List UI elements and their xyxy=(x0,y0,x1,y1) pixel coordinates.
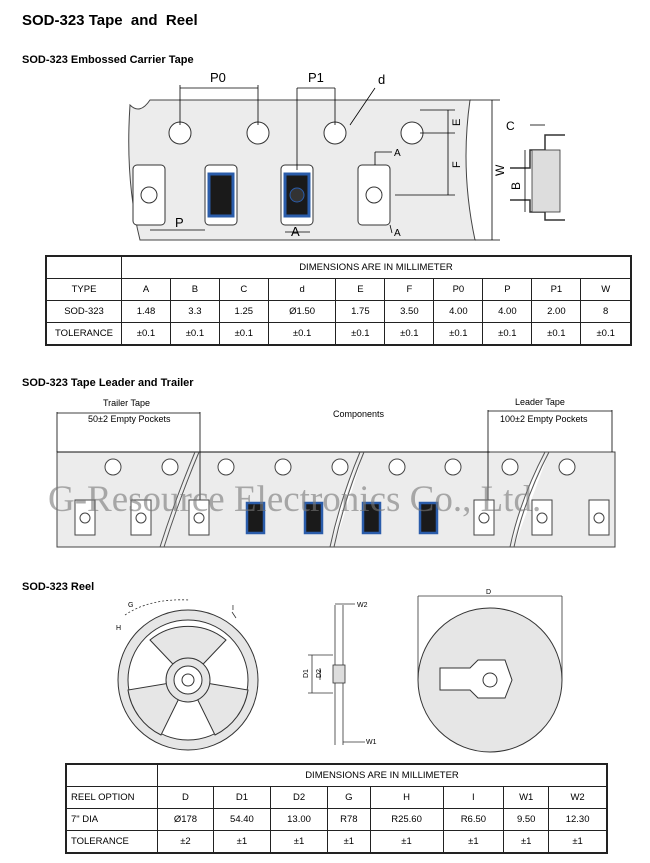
component xyxy=(361,501,382,535)
cell: ±1 xyxy=(442,830,505,854)
leader-tape-label: Leader Tape xyxy=(515,397,565,407)
trailer-pockets-label: 50±2 Empty Pockets xyxy=(88,414,171,424)
trailer-tape-label: Trailer Tape xyxy=(103,398,150,408)
watermark: G-Resource Electronics Co., Ltd. xyxy=(48,479,542,520)
carrier-tape-dimensions-table: DIMENSIONS ARE IN MILLIMETER TYPE A B C … xyxy=(45,255,632,346)
table-header: DIMENSIONS ARE IN MILLIMETER xyxy=(157,763,608,787)
leader-pockets-label: 100±2 Empty Pockets xyxy=(500,414,588,424)
label-d: D xyxy=(486,589,491,596)
label-a-section: A xyxy=(394,228,401,239)
component xyxy=(245,501,266,535)
cell: ±0.1 xyxy=(218,322,269,346)
cell: ±1 xyxy=(269,830,329,854)
cell: ±1 xyxy=(548,830,608,854)
cell: ±1 xyxy=(503,830,550,854)
label-p1: P1 xyxy=(308,70,324,85)
cell: ±0.1 xyxy=(121,322,171,346)
column-header: REEL OPTION xyxy=(65,786,158,809)
cell: R25.60 xyxy=(369,808,444,831)
components-label: Components xyxy=(333,409,385,419)
cell: TOLERANCE xyxy=(65,830,158,854)
label-d: d xyxy=(378,72,385,87)
label-e: E xyxy=(451,119,463,126)
label-i: I xyxy=(232,605,234,612)
leader-trailer-diagram: Trailer Tape 50±2 Empty Pockets Componen… xyxy=(56,397,616,548)
leader-trailer-heading: SOD-323 Tape Leader and Trailer xyxy=(22,377,194,389)
table-row: 7" DIA Ø178 54.40 13.00 R78 R25.60 R6.50… xyxy=(65,808,608,831)
column-header: D2 xyxy=(269,786,329,809)
reel-front-view xyxy=(117,609,259,751)
sprocket-holes xyxy=(104,458,576,476)
cell: 1.25 xyxy=(218,300,269,323)
page-title: SOD-323 Tape and Reel xyxy=(22,12,198,29)
label-w2: W2 xyxy=(357,602,368,609)
carrier-tape-heading: SOD-323 Embossed Carrier Tape xyxy=(22,54,194,66)
label-b: B xyxy=(509,182,523,190)
cell: 54.40 xyxy=(212,808,271,831)
cell: R78 xyxy=(327,808,371,831)
cell: R6.50 xyxy=(442,808,505,831)
cell: ±1 xyxy=(212,830,271,854)
table-row: TOLERANCE ±2 ±1 ±1 ±1 ±1 ±1 ±1 ±1 xyxy=(65,830,608,854)
label-p: P xyxy=(175,215,184,230)
cell: ±1 xyxy=(327,830,371,854)
table-row: REEL OPTION D D1 D2 G H I W1 W2 xyxy=(65,786,608,809)
label-c: C xyxy=(506,119,515,133)
carrier-tape-diagram: P0 P1 d P A A A E F W C B xyxy=(128,70,565,241)
cell: 9.50 xyxy=(503,808,550,831)
column-header: I xyxy=(442,786,505,809)
column-header: G xyxy=(327,786,371,809)
cell: ±0.1 xyxy=(335,322,386,346)
reel-dimensions-table: DIMENSIONS ARE IN MILLIMETER REEL OPTION… xyxy=(65,763,608,854)
component xyxy=(303,501,324,535)
label-h: H xyxy=(116,625,121,632)
cell: Ø178 xyxy=(157,808,214,831)
label-a-section: A xyxy=(394,148,401,159)
cell: 8 xyxy=(580,300,632,323)
label-w1: W1 xyxy=(366,739,377,746)
cell: 4.00 xyxy=(433,300,484,323)
label-f: F xyxy=(451,161,463,168)
cell: 1.48 xyxy=(121,300,171,323)
cell: ±1 xyxy=(369,830,444,854)
cell: ±0.1 xyxy=(580,322,632,346)
reel-heading: SOD-323 Reel xyxy=(22,581,95,593)
column-header: W2 xyxy=(548,786,608,809)
label-a: A xyxy=(291,224,300,239)
cell: ±0.1 xyxy=(531,322,582,346)
table-row: TYPE A B C d E F P0 P P1 W xyxy=(45,278,632,301)
cell: ±0.1 xyxy=(267,322,337,346)
cell: 13.00 xyxy=(269,808,329,831)
column-header: D xyxy=(157,786,214,809)
column-header: H xyxy=(369,786,444,809)
label-d1: D1 xyxy=(303,669,310,678)
column-header: W1 xyxy=(503,786,550,809)
column-header: D1 xyxy=(212,786,271,809)
cell: 7" DIA xyxy=(65,808,158,831)
component xyxy=(418,501,439,535)
cell: ±2 xyxy=(157,830,214,854)
table-row: TOLERANCE ±0.1 ±0.1 ±0.1 ±0.1 ±0.1 ±0.1 … xyxy=(45,322,632,346)
label-d2: D2 xyxy=(316,669,323,678)
cell: 12.30 xyxy=(548,808,608,831)
reel-diagram: G H I W2 W1 D1 D2 D xyxy=(116,589,563,753)
cell: ±0.1 xyxy=(433,322,484,346)
label-g: G xyxy=(128,602,133,609)
label-p0: P0 xyxy=(210,70,226,85)
component xyxy=(207,172,235,218)
reel-back-view xyxy=(417,595,563,753)
table-row: SOD-323 1.48 3.3 1.25 Ø1.50 1.75 3.50 4.… xyxy=(45,300,632,323)
label-w: W xyxy=(493,164,507,176)
